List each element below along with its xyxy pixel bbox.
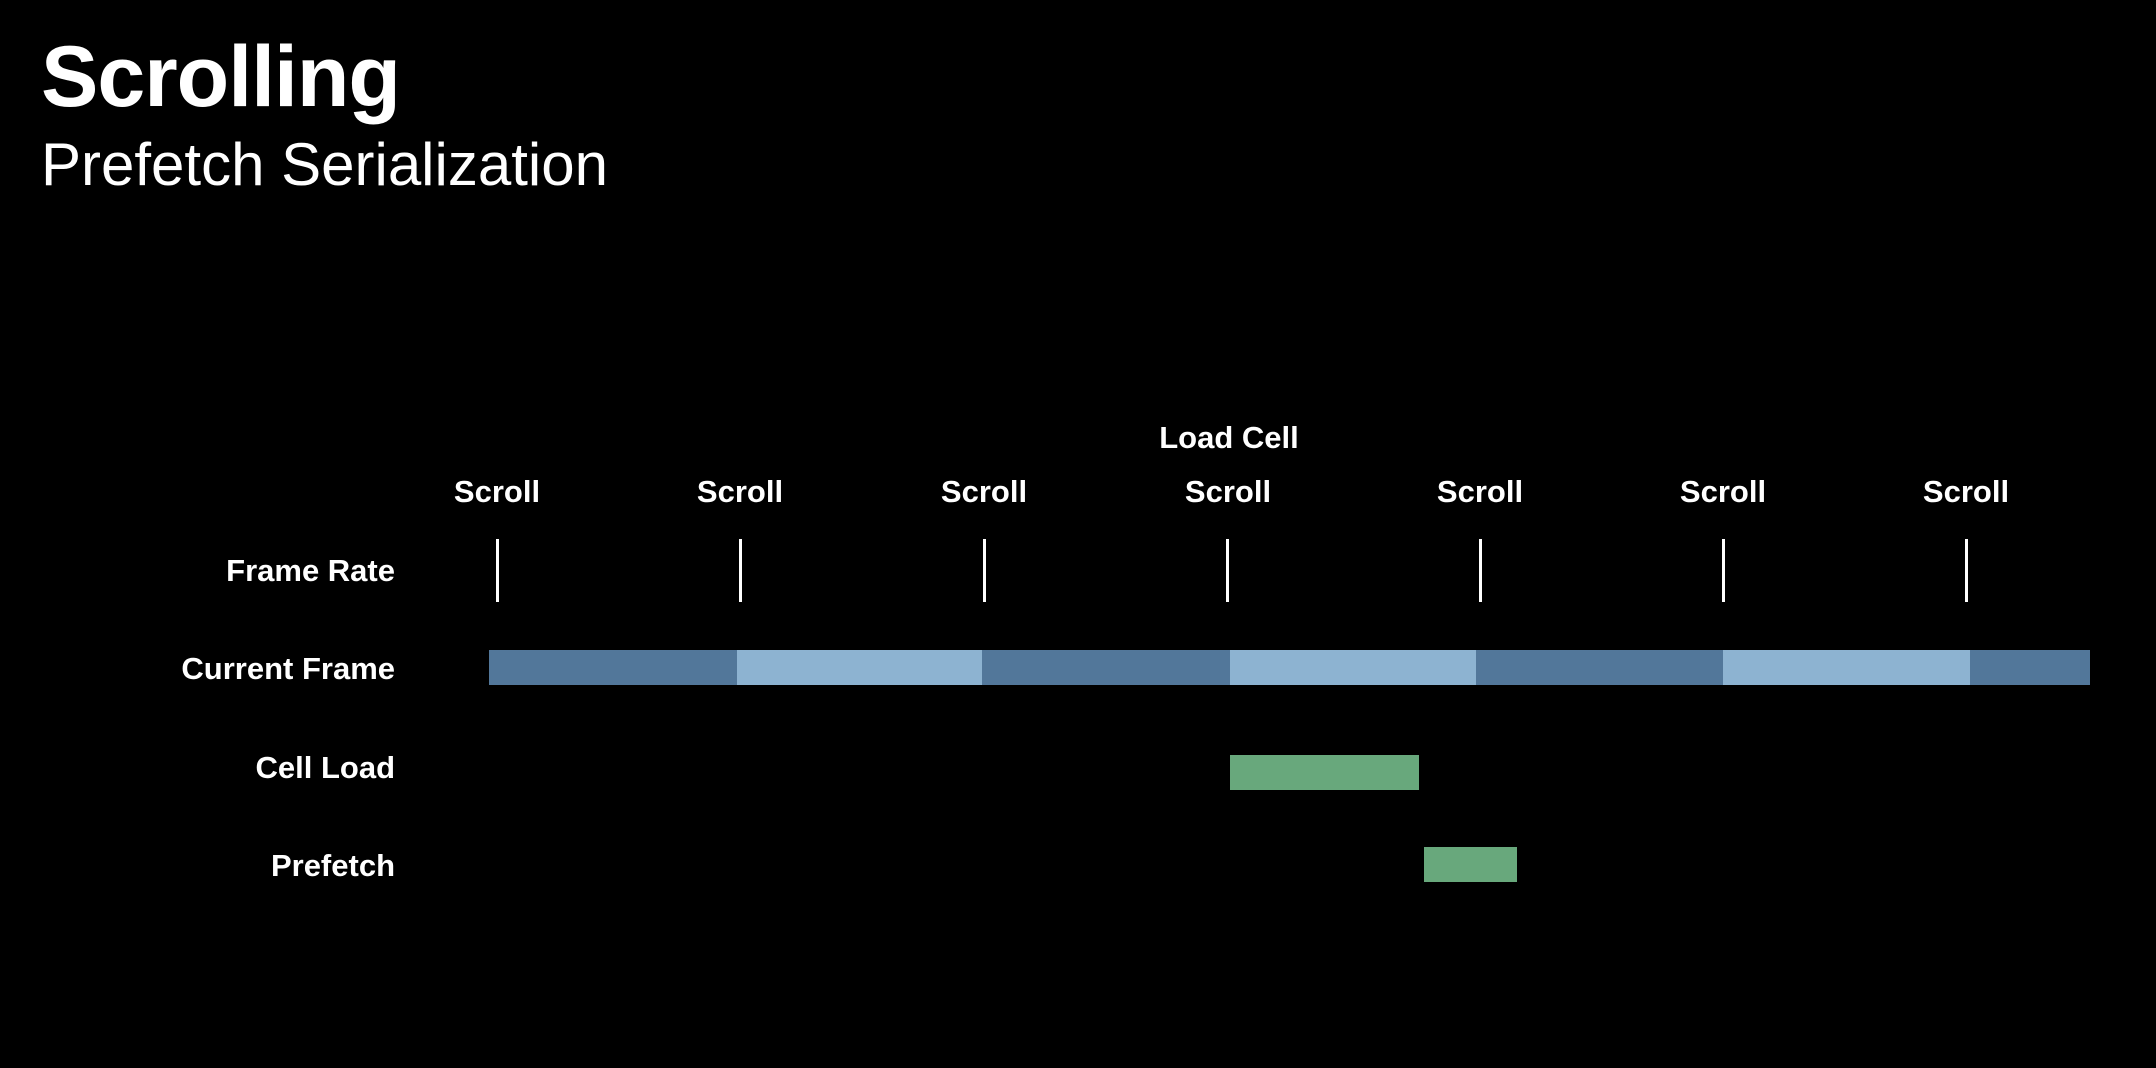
row-label-frame-rate: Frame Rate [226,553,395,588]
frame-tick [983,539,986,602]
frame-tick [1965,539,1968,602]
row-label-current-frame: Current Frame [181,651,395,686]
row-label-prefetch: Prefetch [270,848,395,883]
frame-segment [1476,650,1723,685]
frame-tick [739,539,742,602]
prefetch-bar [1424,847,1517,882]
row-label-cell-load: Cell Load [255,750,395,785]
frame-segment [1230,650,1476,685]
scroll-label: Scroll [696,474,784,509]
frame-segment [1970,650,2090,685]
frame-tick [1479,539,1482,602]
frame-tick [1722,539,1725,602]
frame-tick [496,539,499,602]
frame-segment [737,650,982,685]
scroll-label: Scroll [940,474,1028,509]
scroll-label: Scroll [1436,474,1524,509]
frame-tick [1226,539,1229,602]
scroll-label: Scroll [1184,474,1272,509]
scroll-label: Scroll [1679,474,1767,509]
frame-segment [982,650,1230,685]
load-cell-label: Load Cell [1159,420,1299,455]
cell-load-bar [1230,755,1419,790]
scroll-label: Scroll [453,474,541,509]
frame-segment [1723,650,1970,685]
scroll-label: Scroll [1922,474,2010,509]
slide-title: Scrolling [41,29,401,125]
frame-segment [489,650,737,685]
slide-subtitle: Prefetch Serialization [41,131,608,198]
